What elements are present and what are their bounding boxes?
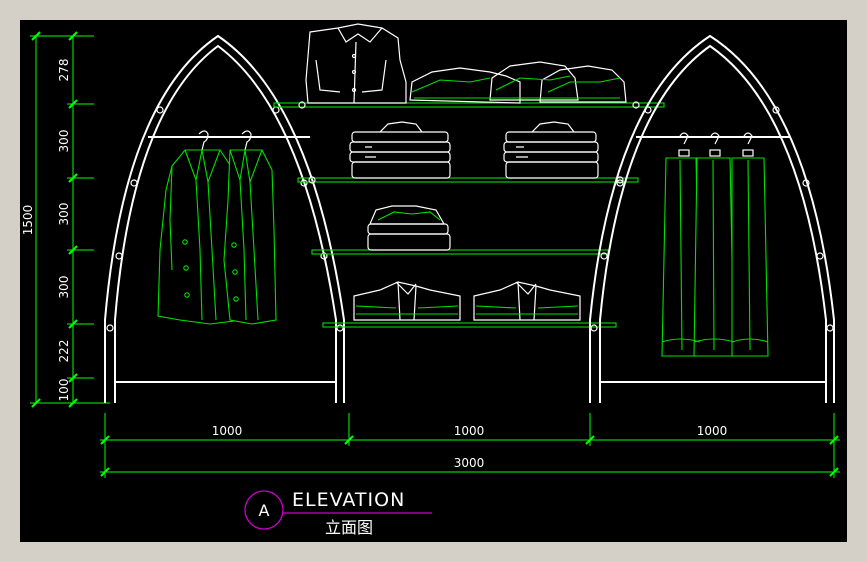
title-block: A ELEVATION 立面图 <box>244 489 432 537</box>
folded-shirt-row-top <box>409 61 627 104</box>
cad-viewport: 1500 278 300 300 300 222 100 <box>20 20 847 542</box>
dim-height-100: 100 <box>57 379 71 402</box>
section-marker-letter: A <box>259 501 270 520</box>
dim-height-278: 278 <box>57 59 71 82</box>
drawing-subtitle: 立面图 <box>325 518 373 537</box>
folded-stack-left <box>349 121 451 179</box>
dim-width-right: 1000 <box>697 424 728 438</box>
folded-stack-center <box>367 205 451 251</box>
elevation-drawing: 1500 278 300 300 300 222 100 <box>21 23 840 537</box>
dim-overall-width: 3000 <box>454 456 485 470</box>
dim-overall-height: 1500 <box>21 205 35 236</box>
dim-width-left: 1000 <box>212 424 243 438</box>
shelf-4 <box>322 322 617 328</box>
shelf-1 <box>273 102 665 108</box>
lying-shirt-right <box>473 281 581 321</box>
dim-height-300b: 300 <box>57 203 71 226</box>
dim-height-300c: 300 <box>57 276 71 299</box>
shelf-2 <box>297 177 639 183</box>
lying-shirt-left <box>353 281 461 321</box>
folded-stack-right <box>503 121 599 179</box>
standing-shirt <box>305 23 407 104</box>
shelf-3 <box>311 249 609 255</box>
left-arch-frame <box>104 34 345 403</box>
section-marker-circle <box>244 490 284 530</box>
hanging-jackets <box>157 130 277 325</box>
drawing-title: ELEVATION <box>292 489 405 511</box>
horizontal-dimension-chain: 1000 1000 1000 3000 <box>100 413 840 478</box>
center-shelving <box>273 101 665 328</box>
dim-height-222: 222 <box>57 340 71 363</box>
hanging-trousers <box>661 132 769 357</box>
right-arch-frame <box>589 34 835 403</box>
dim-width-center: 1000 <box>454 424 485 438</box>
dim-height-300a: 300 <box>57 130 71 153</box>
vertical-dimension-chain: 1500 278 300 300 300 222 100 <box>21 31 110 408</box>
